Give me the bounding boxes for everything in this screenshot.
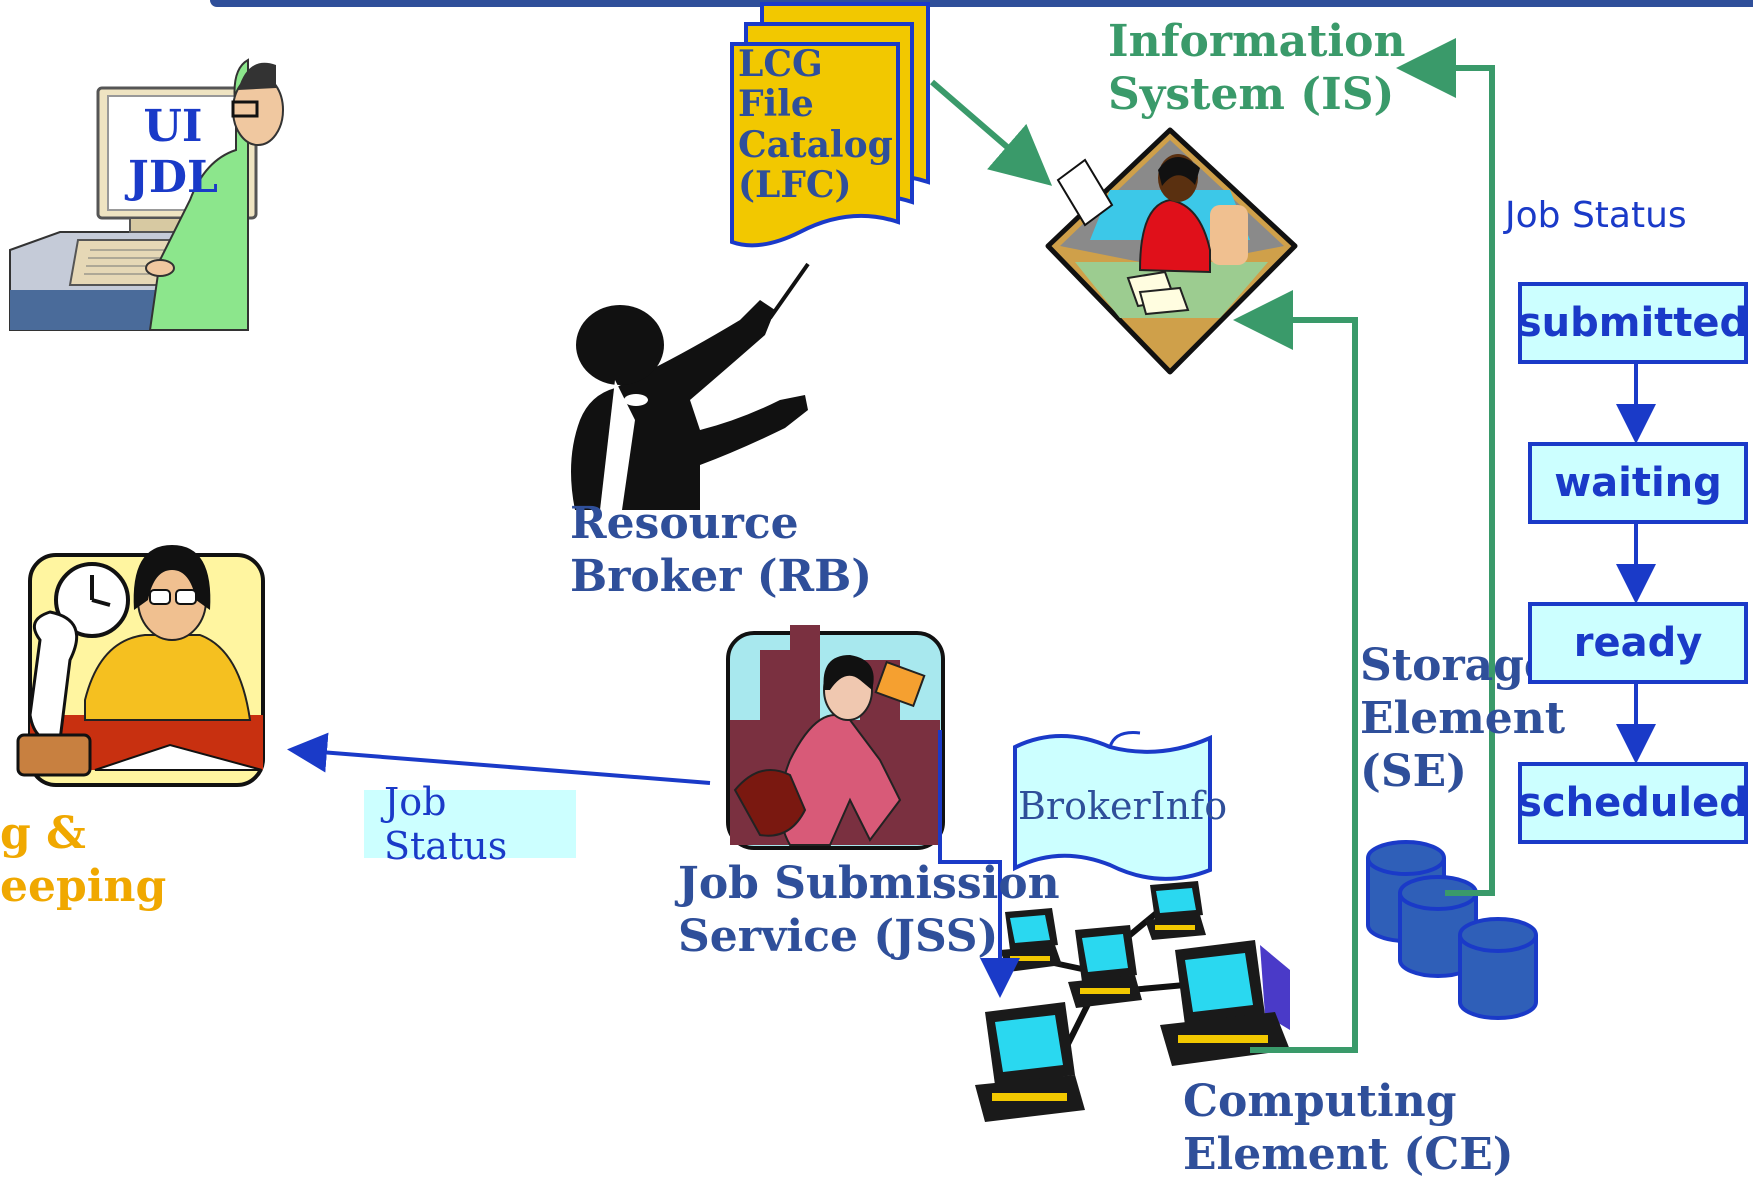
resource-broker-conductor-icon: [571, 262, 810, 510]
resource-broker-label: Resource Broker (RB): [570, 498, 872, 604]
ui-line: UI: [143, 101, 203, 152]
information-system-clerk-icon: [1045, 127, 1298, 375]
logging-bookkeeping-label: g & eeping: [0, 808, 166, 914]
computing-line-2: Element (CE): [1183, 1128, 1514, 1180]
jss-line-1: Job Submission: [678, 858, 1060, 909]
storage-element-label: Storage Element (SE): [1360, 640, 1565, 798]
lfc-line-2: File: [738, 83, 814, 126]
storage-element-cylinders-icon: [1366, 840, 1538, 1020]
information-system-label: Information System (IS): [1108, 16, 1405, 122]
lfc-documents-icon: [730, 2, 930, 248]
green-arrows: [930, 38, 1495, 1053]
lfc-line-3: Catalog: [738, 123, 893, 166]
computing-line-1: Computing: [1183, 1076, 1457, 1127]
job-submission-service-label: Job Submission Service (JSS): [678, 858, 1060, 964]
state-waiting: waiting: [1528, 442, 1748, 524]
job-submission-service-icon: [726, 625, 945, 850]
blue-arrows: [287, 364, 1656, 998]
computing-element-label: Computing Element (CE): [1183, 1076, 1514, 1182]
lfc-line-1: LCG: [738, 43, 823, 85]
information-system-line-1: Information: [1108, 16, 1406, 67]
computing-element-network-icon: [975, 881, 1290, 1122]
top-banner: [210, 0, 1753, 7]
jss-line-2: Service (JSS): [678, 910, 999, 962]
ui-user-computer-icon: [9, 58, 284, 331]
state-ready: ready: [1528, 602, 1748, 684]
logging-line-1: g &: [0, 808, 86, 859]
storage-line-3: (SE): [1360, 745, 1467, 797]
information-system-line-2: System (IS): [1108, 68, 1395, 120]
resource-broker-line-2: Broker (RB): [570, 550, 873, 602]
storage-line-1: Storage: [1360, 640, 1552, 691]
logging-bookkeeping-icon: [16, 545, 265, 787]
lfc-label: LCG File Catalog (LFC): [738, 43, 893, 206]
job-status-left-label: Job Status: [364, 780, 576, 868]
state-scheduled: scheduled: [1518, 762, 1748, 844]
state-submitted: submitted: [1518, 282, 1748, 364]
broker-info-scroll-icon: [1013, 731, 1212, 881]
logging-line-2: eeping: [0, 860, 167, 912]
storage-line-2: Element: [1360, 692, 1566, 744]
resource-broker-line-1: Resource: [570, 498, 799, 549]
lfc-line-4: (LFC): [738, 163, 852, 206]
job-status-right-label: Job Status: [1505, 195, 1687, 236]
jdl-line: JDL: [128, 151, 218, 203]
broker-info-label: BrokerInfo: [1018, 784, 1228, 828]
ui-jdl-label: UI JDL: [112, 101, 234, 203]
